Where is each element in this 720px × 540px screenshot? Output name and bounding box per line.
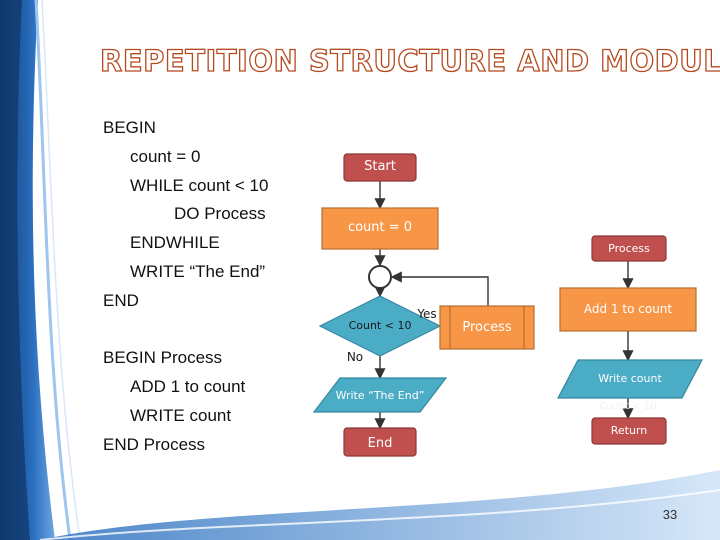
bottom-wave bbox=[40, 470, 720, 540]
code-line-add: ADD 1 to count bbox=[130, 377, 246, 396]
slide-title: REPETITION STRUCTURE AND MODULE bbox=[99, 43, 720, 78]
end-label: End bbox=[367, 436, 393, 451]
code-line-count-init: count = 0 bbox=[130, 147, 201, 166]
code-line-write-count: WRITE count bbox=[130, 406, 232, 425]
decision-label: Count < 10 bbox=[348, 319, 412, 332]
end-terminal bbox=[343, 427, 417, 457]
add-label: Add 1 to count bbox=[583, 302, 673, 316]
page-number: 33 bbox=[662, 507, 678, 522]
init-label: count = 0 bbox=[347, 220, 413, 235]
code-line-end-process: END Process bbox=[103, 435, 206, 454]
add-process bbox=[559, 287, 697, 332]
write-io bbox=[312, 377, 448, 413]
code-line-endwhile: ENDWHILE bbox=[130, 233, 220, 252]
hidden-count-label: Count < 10 bbox=[599, 401, 657, 412]
write-end-label: Write “The End” bbox=[335, 389, 425, 402]
decision-diamond bbox=[318, 295, 442, 357]
write-count-label: Write count bbox=[598, 372, 662, 385]
return-terminal bbox=[591, 417, 667, 445]
yes-label: Yes bbox=[417, 307, 437, 321]
code-line-begin-process: BEGIN Process bbox=[103, 348, 223, 367]
process-start-label: Process bbox=[608, 242, 650, 255]
process-label: Process bbox=[462, 320, 512, 335]
edge-process-loop bbox=[390, 271, 489, 306]
process-subroutine bbox=[439, 305, 535, 350]
left-sweep-line bbox=[34, 0, 72, 540]
bottom-wave-line bbox=[39, 489, 720, 540]
code-line-do-process: DO Process bbox=[174, 204, 266, 223]
loop-connector bbox=[368, 265, 392, 289]
code-line-write: WRITE “The End” bbox=[130, 262, 266, 281]
write-count-io bbox=[557, 359, 703, 399]
left-sweep-dark bbox=[0, 0, 30, 540]
code-line-while: WHILE count < 10 bbox=[130, 176, 269, 195]
init-process bbox=[321, 207, 439, 250]
process-start-terminal bbox=[591, 235, 667, 262]
start-label: Start bbox=[364, 159, 396, 174]
return-label: Return bbox=[610, 424, 648, 437]
code-line-end: END bbox=[103, 291, 139, 310]
code-line-begin: BEGIN bbox=[103, 118, 156, 137]
left-sweep-line-light bbox=[41, 0, 81, 540]
no-label: No bbox=[346, 350, 364, 364]
start-terminal bbox=[343, 153, 417, 182]
